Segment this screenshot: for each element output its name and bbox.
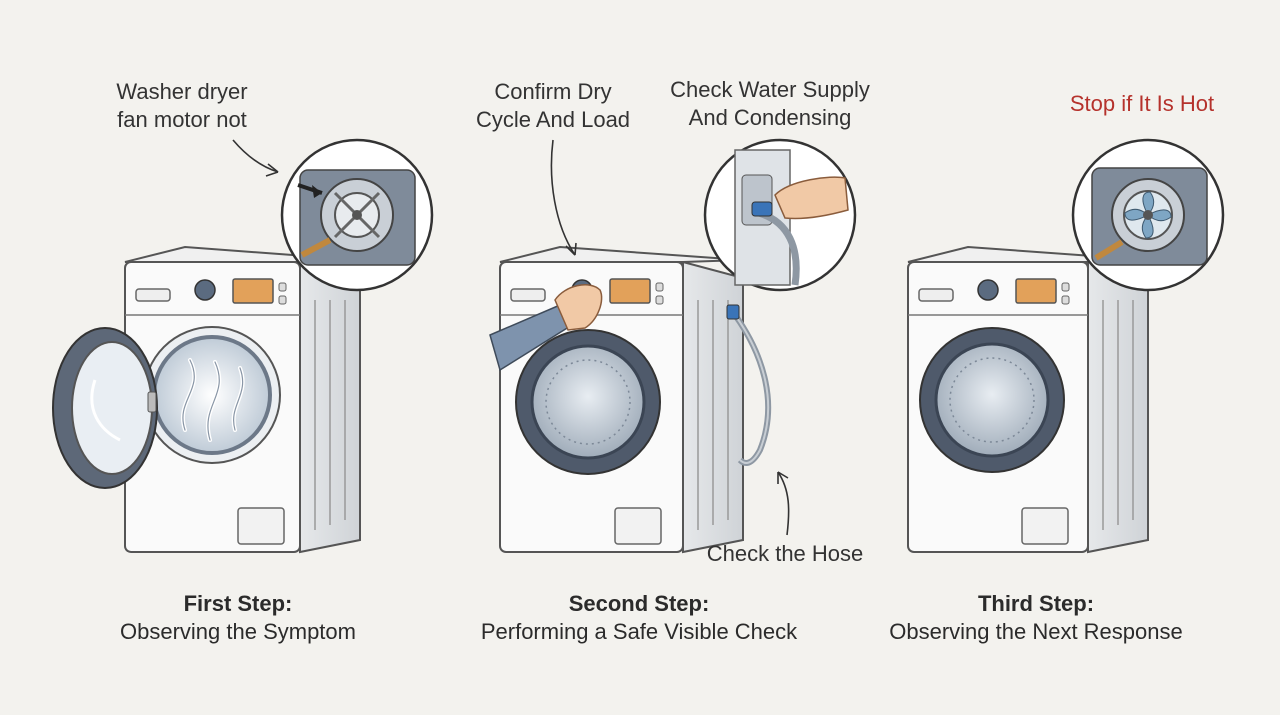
fan-motor-icon (280, 138, 434, 292)
step-title: Second Step: (568, 591, 710, 616)
step-title: First Step: (183, 591, 293, 616)
callout-fan-motor: Washer dryer fan motor not (92, 78, 272, 134)
washer-dryer-3 (907, 138, 1225, 554)
washer-dryer-1 (52, 138, 434, 554)
callout-line: Check Water Supply (670, 77, 870, 102)
callout-warning-hot: Stop if It Is Hot (1052, 90, 1232, 118)
fan-motor-icon (1071, 138, 1225, 292)
step-3-caption: Third Step: Observing the Next Response (846, 590, 1226, 646)
callout-confirm-dry-cycle: Confirm Dry Cycle And Load (458, 78, 648, 134)
callout-line: Washer dryer (116, 79, 248, 104)
arrow-icon (232, 139, 279, 173)
callout-line: fan motor not (117, 107, 247, 132)
arrow-icon (550, 139, 576, 256)
hand-icon (489, 284, 603, 372)
step-subtitle: Observing the Next Response (889, 619, 1183, 644)
step-subtitle: Performing a Safe Visible Check (480, 619, 798, 644)
callout-line: Cycle And Load (475, 107, 631, 132)
water-valve-icon (703, 138, 857, 292)
washer-dryer-2 (489, 138, 857, 554)
warning-text: Stop if It Is Hot (1069, 91, 1215, 116)
callout-line: Check the Hose (706, 541, 864, 566)
callout-line: And Condensing (688, 105, 852, 130)
step-1-caption: First Step: Observing the Symptom (48, 590, 428, 646)
step-2-caption: Second Step: Performing a Safe Visible C… (449, 590, 829, 646)
callout-water-supply: Check Water Supply And Condensing (660, 76, 880, 132)
callout-line: Confirm Dry (494, 79, 612, 104)
callout-check-hose: Check the Hose (700, 540, 870, 568)
step-subtitle: Observing the Symptom (120, 619, 356, 644)
step-title: Third Step: (977, 591, 1095, 616)
